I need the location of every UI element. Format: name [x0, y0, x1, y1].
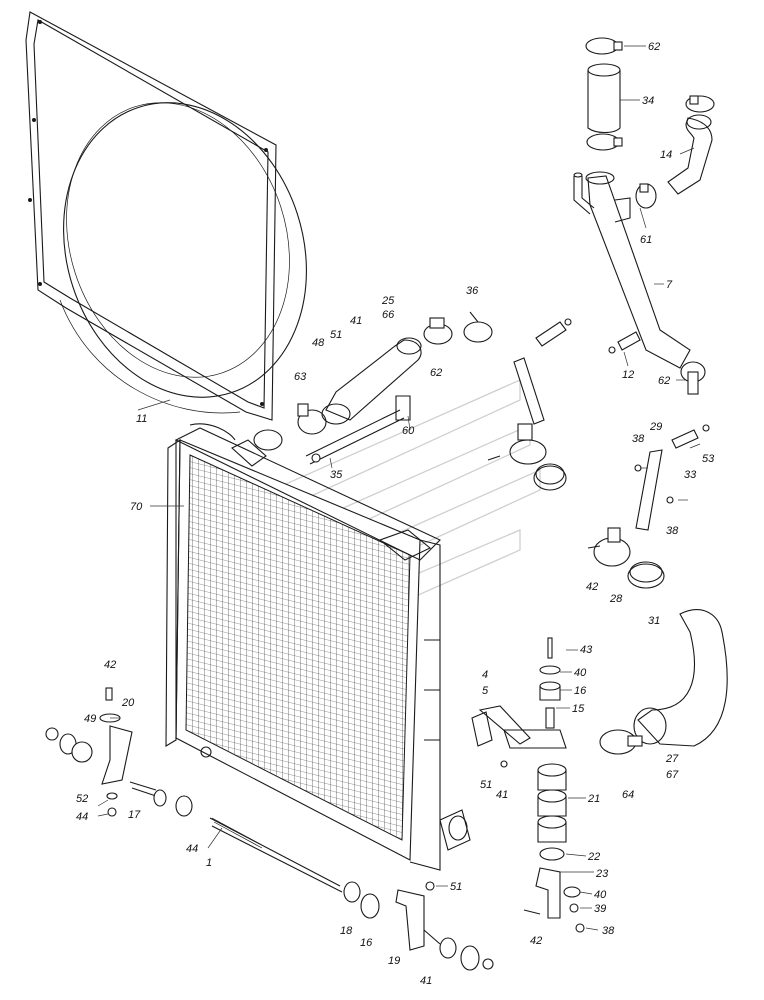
- label-33: 33: [684, 469, 697, 481]
- label-18: 18: [340, 925, 353, 937]
- label-20: 20: [121, 697, 135, 709]
- label-12: 12: [622, 369, 634, 381]
- hose-25: [297, 311, 493, 435]
- hose-27: [599, 609, 728, 755]
- label-63: 63: [294, 371, 307, 383]
- fan-shroud: [25, 11, 307, 421]
- label-66: 66: [382, 309, 395, 321]
- label-16-b: 16: [360, 937, 373, 949]
- label-38-b: 38: [666, 525, 679, 537]
- label-28: 28: [609, 593, 623, 605]
- leader-lines: [97, 45, 701, 931]
- label-41-mid: 41: [496, 789, 508, 801]
- label-51-mid: 51: [480, 779, 492, 791]
- label-42-a: 42: [586, 581, 598, 593]
- clamp-28-31: [587, 527, 665, 589]
- label-39: 39: [594, 903, 606, 915]
- label-44-b: 44: [186, 843, 198, 855]
- label-29: 29: [649, 421, 662, 433]
- part-labels: 62 34 14 61 7 62 12 25 66 36 41 51 48 63…: [76, 41, 715, 987]
- label-40-a: 40: [574, 667, 587, 679]
- label-49: 49: [84, 713, 96, 725]
- label-22: 22: [587, 851, 600, 863]
- label-38-a: 38: [632, 433, 645, 445]
- upper-pipe: [573, 171, 691, 369]
- rod-35: [305, 395, 411, 465]
- label-4: 4: [482, 669, 488, 681]
- label-31: 31: [648, 615, 660, 627]
- label-40-b: 40: [594, 889, 607, 901]
- label-61: 61: [640, 234, 652, 246]
- bleed-fitting-12: [608, 331, 641, 354]
- label-1: 1: [206, 857, 212, 869]
- clamps-upper: [585, 37, 715, 395]
- label-7: 7: [666, 279, 673, 291]
- label-11: 11: [136, 413, 147, 425]
- label-19: 19: [388, 955, 400, 967]
- label-15: 15: [572, 703, 585, 715]
- label-35: 35: [330, 469, 343, 481]
- hose-34: [587, 63, 621, 134]
- label-21: 21: [587, 793, 600, 805]
- label-64: 64: [622, 789, 634, 801]
- label-42-b: 42: [104, 659, 116, 671]
- label-34: 34: [642, 95, 654, 107]
- label-62-top: 62: [648, 41, 660, 53]
- label-41-top: 41: [350, 315, 362, 327]
- tie-rod-1: [209, 817, 494, 971]
- label-60: 60: [402, 425, 415, 437]
- label-5: 5: [482, 685, 489, 697]
- label-53: 53: [702, 453, 715, 465]
- label-70: 70: [130, 501, 143, 513]
- label-36: 36: [466, 285, 479, 297]
- label-44-a: 44: [76, 811, 88, 823]
- label-27: 27: [665, 753, 679, 765]
- mount-left: [45, 687, 193, 817]
- bracket-29: [634, 424, 710, 531]
- label-43: 43: [580, 644, 593, 656]
- label-52: 52: [76, 793, 88, 805]
- label-62-pipe: 62: [658, 375, 670, 387]
- label-14: 14: [660, 149, 672, 161]
- mount-stack-right: [471, 637, 585, 933]
- radiator-core: [165, 423, 471, 871]
- label-51-low: 51: [450, 881, 462, 893]
- label-16-a: 16: [574, 685, 587, 697]
- label-17: 17: [128, 809, 141, 821]
- label-25: 25: [381, 295, 395, 307]
- label-62-mid: 62: [430, 367, 442, 379]
- label-41-low: 41: [420, 975, 432, 987]
- label-38-c: 38: [602, 925, 615, 937]
- label-23: 23: [595, 868, 609, 880]
- label-48: 48: [312, 337, 325, 349]
- hose-14: [667, 114, 713, 195]
- label-67: 67: [666, 769, 679, 781]
- bracket-upper-right: [487, 318, 572, 491]
- label-51-top: 51: [330, 329, 342, 341]
- label-42-c: 42: [530, 935, 542, 947]
